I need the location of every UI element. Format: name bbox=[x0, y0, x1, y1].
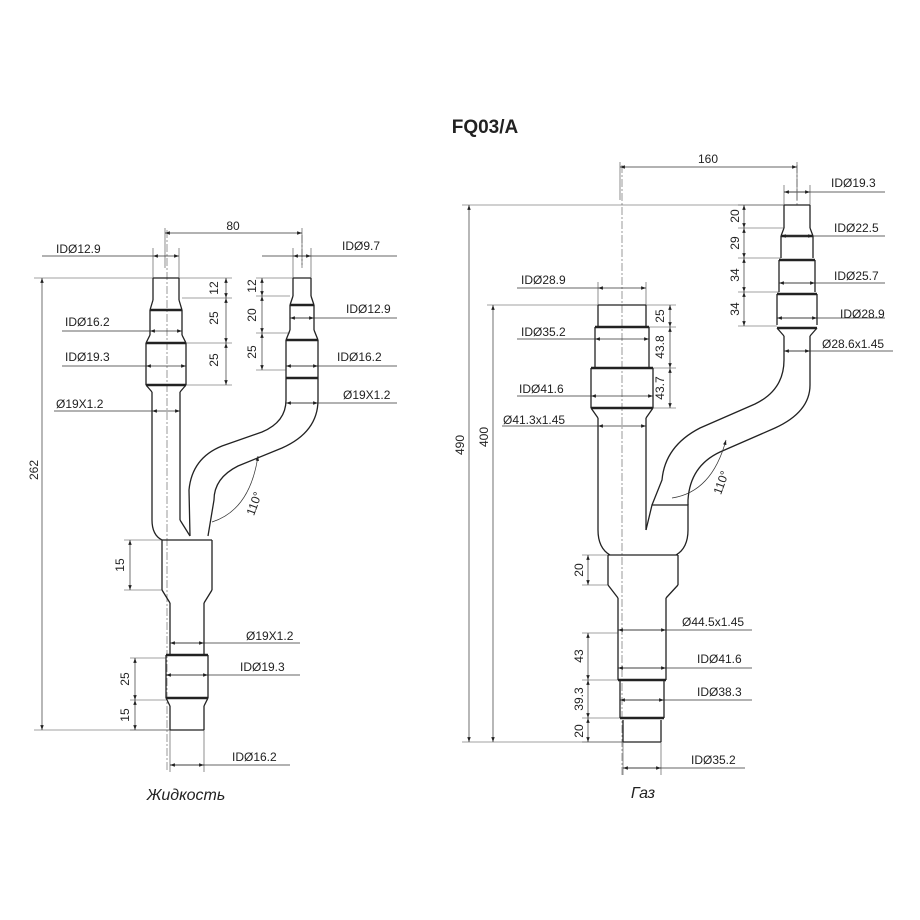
liquid-dim-25-left-b: 25 bbox=[207, 353, 221, 367]
gas-dim-29: 29 bbox=[728, 236, 742, 250]
liquid-label-id-9-7: IDØ9.7 bbox=[342, 239, 380, 253]
gas-dim-20-mid: 20 bbox=[572, 563, 586, 577]
liquid-dim-25-bottom: 25 bbox=[118, 672, 132, 686]
gas-label-d41-3: Ø41.3x1.45 bbox=[503, 413, 565, 427]
liquid-label-id-16-2-bottom: IDØ16.2 bbox=[232, 750, 277, 764]
gas-main-inlet bbox=[590, 304, 689, 556]
liquid-label-id-12-9-top: IDØ12.9 bbox=[56, 242, 101, 256]
gas-outlet-pipe bbox=[617, 598, 667, 743]
gas-label-id-35-2-bottom: IDØ35.2 bbox=[691, 753, 736, 767]
liquid-dim-15-mid: 15 bbox=[113, 558, 127, 572]
gas-dim-20-top: 20 bbox=[728, 209, 742, 223]
liquid-label-id-12-9-right: IDØ12.9 bbox=[346, 302, 391, 316]
liquid-dim-height: 262 bbox=[27, 460, 41, 480]
gas-dim-43: 43 bbox=[572, 649, 586, 663]
liquid-label-d19-bottom: Ø19X1.2 bbox=[246, 629, 294, 643]
gas-dim-34-a: 34 bbox=[728, 268, 742, 282]
liquid-dim-20-right: 20 bbox=[245, 308, 259, 322]
gas-label-id-22-5: IDØ22.5 bbox=[834, 221, 879, 235]
gas-dim-43-7: 43.7 bbox=[653, 376, 667, 400]
gas-label-d44-5: Ø44.5x1.45 bbox=[682, 615, 744, 629]
liquid-dim-25-left-a: 25 bbox=[207, 311, 221, 325]
gas-label-id-28-9-right: IDØ28.9 bbox=[840, 307, 885, 321]
liquid-outlet-pipe bbox=[165, 603, 209, 731]
liquid-junction-body bbox=[161, 539, 213, 604]
gas-dim-490: 490 bbox=[453, 435, 467, 455]
gas-label-id-35-2-left: IDØ35.2 bbox=[521, 325, 566, 339]
liquid-caption: Жидкость bbox=[146, 787, 226, 804]
liquid-dim-25-right: 25 bbox=[245, 345, 259, 359]
liquid-joint: 80 IDØ12.9 IDØ9.7 262 12 25 25 IDØ16.2 bbox=[27, 219, 397, 804]
liquid-label-id-19-3-left: IDØ19.3 bbox=[65, 350, 110, 364]
liquid-branch-pipe bbox=[188, 277, 319, 537]
gas-label-id-38-3: IDØ38.3 bbox=[697, 685, 742, 699]
liquid-dim-width: 80 bbox=[226, 219, 240, 233]
liquid-label-id-19-3-bottom: IDØ19.3 bbox=[240, 660, 285, 674]
gas-dim-width: 160 bbox=[698, 152, 718, 166]
gas-angle-label: 110° bbox=[711, 469, 732, 496]
gas-label-id-19-3: IDØ19.3 bbox=[831, 176, 876, 190]
gas-dim-25: 25 bbox=[653, 309, 667, 323]
liquid-dim-12-left: 12 bbox=[207, 281, 221, 295]
liquid-label-id-16-2-left: IDØ16.2 bbox=[65, 315, 110, 329]
gas-label-id-28-9-left: IDØ28.9 bbox=[521, 273, 566, 287]
liquid-main-pipe bbox=[145, 277, 191, 541]
gas-label-id-25-7: IDØ25.7 bbox=[834, 269, 879, 283]
gas-caption: Газ bbox=[631, 785, 655, 802]
liquid-dim-12-right: 12 bbox=[245, 279, 259, 293]
gas-dim-39-3: 39.3 bbox=[572, 687, 586, 711]
gas-label-d28-6: Ø28.6x1.45 bbox=[822, 337, 884, 351]
gas-dim-43-8: 43.8 bbox=[653, 335, 667, 359]
liquid-angle-label: 110° bbox=[244, 490, 265, 517]
gas-dim-20-bottom: 20 bbox=[572, 724, 586, 738]
gas-dim-400: 400 bbox=[477, 427, 491, 447]
gas-label-id-41-6-left: IDØ41.6 bbox=[519, 382, 564, 396]
liquid-label-d19-right: Ø19X1.2 bbox=[343, 388, 391, 402]
liquid-label-d19-left: Ø19X1.2 bbox=[56, 397, 104, 411]
gas-junction-body bbox=[607, 554, 679, 599]
drawing-title: FQ03/A bbox=[452, 117, 519, 138]
gas-dim-34-b: 34 bbox=[728, 302, 742, 316]
liquid-dim-15-bottom: 15 bbox=[118, 708, 132, 722]
gas-label-id-41-6-bottom: IDØ41.6 bbox=[697, 652, 742, 666]
gas-joint: 160 IDØ19.3 490 400 20 29 34 34 IDØ22. bbox=[453, 152, 893, 802]
liquid-label-id-16-2-right: IDØ16.2 bbox=[337, 350, 382, 364]
